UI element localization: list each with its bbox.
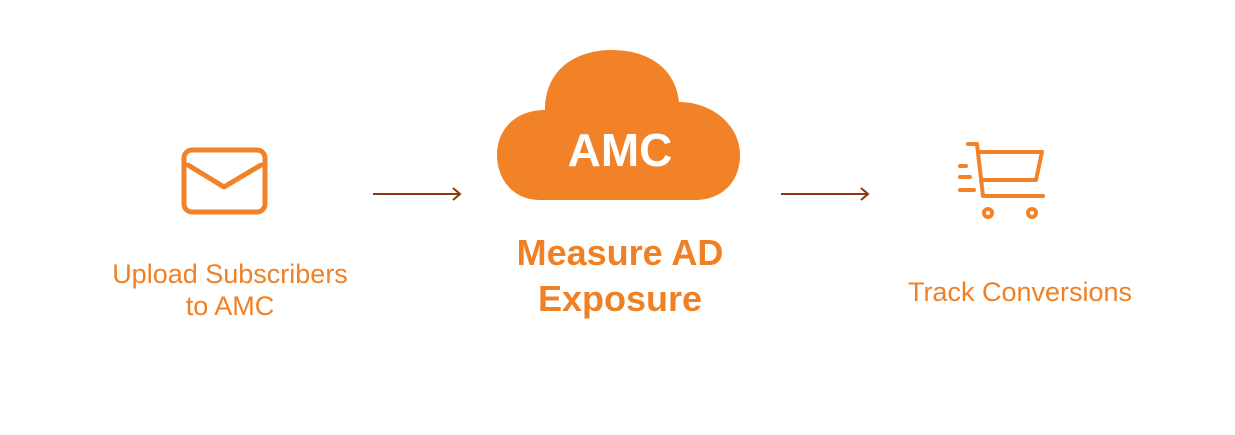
label-line: Measure AD <box>516 232 724 273</box>
shopping-cart-icon <box>958 142 1045 219</box>
cloud-badge: AMC <box>567 124 673 176</box>
arrow-1 <box>373 187 462 201</box>
label-line: Upload Subscribers <box>112 259 348 289</box>
cloud-icon <box>497 50 740 200</box>
label-line: to AMC <box>185 291 275 321</box>
arrow-2 <box>781 187 870 201</box>
step-measure-label: Measure AD Exposure <box>470 230 770 322</box>
label-line: Track Conversions <box>907 277 1133 307</box>
step-upload-label: Upload Subscribers to AMC <box>80 258 380 322</box>
label-line: Exposure <box>537 278 703 319</box>
envelope-icon <box>181 147 268 215</box>
step-track-label: Track Conversions <box>870 276 1170 308</box>
